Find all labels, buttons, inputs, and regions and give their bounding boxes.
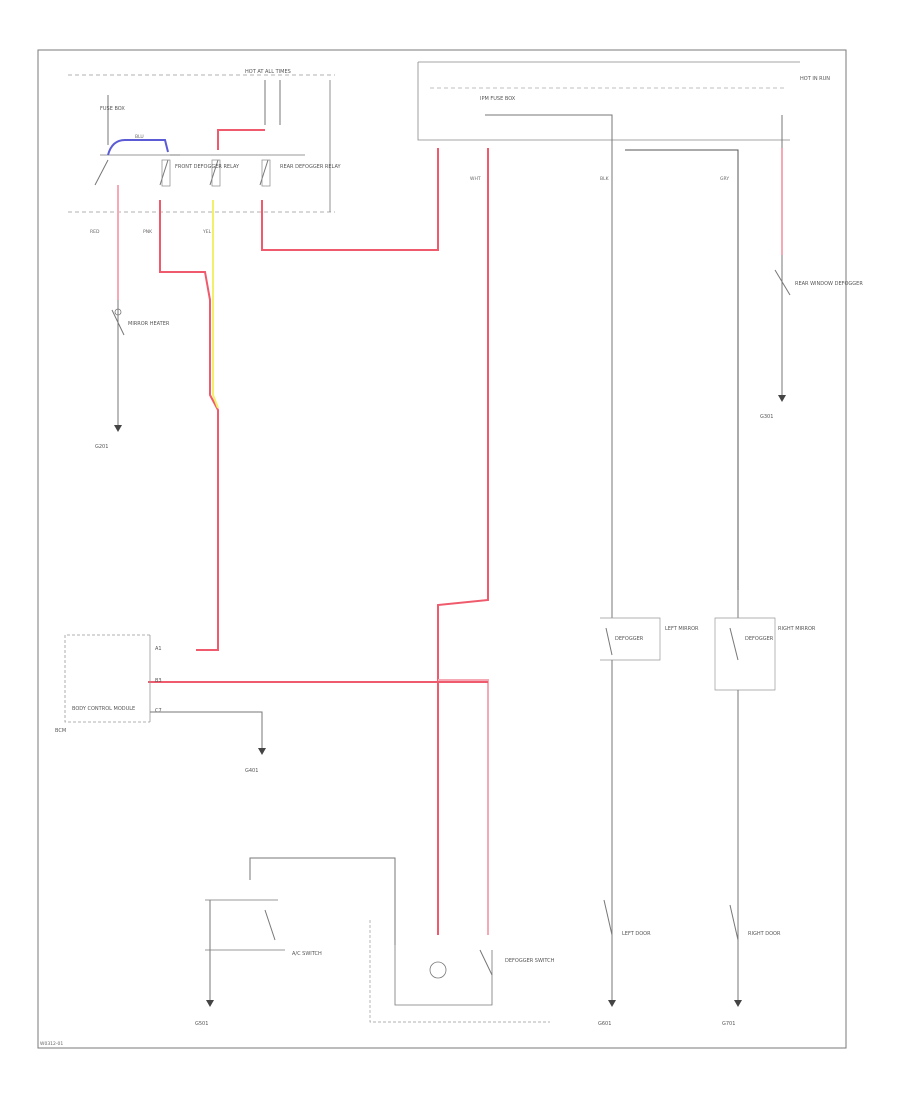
wire-yellow <box>212 200 219 409</box>
wire-red-center-b <box>438 679 489 935</box>
junction-box-label: IPM FUSE BOX <box>480 96 516 102</box>
junction-box-top-right: HOT IN RUN IPM FUSE BOX <box>417 61 830 141</box>
ground-right-bottom-label: G701 <box>722 1021 735 1027</box>
left-defogger: DEFOGGER LEFT MIRROR LEFT DOOR G601 <box>598 590 699 1027</box>
bcm-pin-c: C7 <box>155 708 162 714</box>
wire-red-mid <box>261 148 439 251</box>
wire-tag-blk: BLK <box>600 176 610 182</box>
relay-left-label: FRONT DEFOGGER RELAY <box>175 164 240 170</box>
switch-label: DEFOGGER SWITCH <box>505 958 555 964</box>
control-module-label: BODY CONTROL MODULE <box>72 706 135 712</box>
ground-mid-right-label: G601 <box>598 1021 611 1027</box>
left-mirror-label: LEFT MIRROR <box>665 626 699 632</box>
right-defogger: DEFOGGER RIGHT MIRROR RIGHT DOOR G701 <box>714 590 816 1027</box>
right-defogger-label: DEFOGGER <box>745 636 774 642</box>
wire-tag-gry: GRY <box>720 176 729 182</box>
relay-mid-label: REAR DEFOGGER RELAY <box>280 164 341 170</box>
fuse-box-top-left: HOT AT ALL TIMES <box>68 69 335 213</box>
wire-tags: RED PNK YEL BLK GRY BLU WHT <box>90 134 729 235</box>
mirror-left-heater-label: MIRROR HEATER <box>128 321 170 327</box>
wire-tag-pnk: PNK <box>143 229 153 235</box>
body-control-module: BODY CONTROL MODULE BCM A1 B3 C7 G401 <box>55 634 266 774</box>
wire-red-left <box>159 200 219 651</box>
bcm-pin-b: B3 <box>155 678 162 684</box>
wire-tag-blu: BLU <box>135 134 144 140</box>
ground-left-label: G201 <box>95 444 108 450</box>
left-defogger-label: DEFOGGER <box>615 636 644 642</box>
control-module-sub-label: BCM <box>55 728 66 734</box>
wire-blue-top <box>107 139 169 156</box>
right-mirror-label: RIGHT MIRROR <box>778 626 816 632</box>
fuse-box-top-label: HOT AT ALL TIMES <box>245 69 291 75</box>
footer-code: W0312-01 <box>40 1041 63 1047</box>
bcm-pin-a: A1 <box>155 646 162 652</box>
wire-red-top <box>217 129 265 150</box>
right-door-label: RIGHT DOOR <box>748 931 781 937</box>
wire-red-center-a <box>437 148 489 935</box>
rear-window-label: REAR WINDOW DEFOGGER <box>795 281 863 287</box>
wire-tag-wht: WHT <box>470 176 481 182</box>
ground-module-label: G401 <box>245 768 258 774</box>
left-door-label: LEFT DOOR <box>622 931 651 937</box>
switch-assembly-bottom: G501 A/C SWITCH DEFOGGER SWITCH <box>195 857 555 1027</box>
wire-tag-red: RED <box>90 229 100 235</box>
right-top-wiring: G301 REAR WINDOW DEFOGGER <box>485 114 863 590</box>
diagram-border <box>37 49 847 1049</box>
switch-sub-label: A/C SWITCH <box>292 951 322 957</box>
fuse-box-top-right-label: HOT IN RUN <box>800 76 830 82</box>
left-mirror-heater-chain: MIRROR HEATER G201 <box>95 185 170 450</box>
fuse-box-label: FUSE BOX <box>100 106 125 112</box>
ground-right-label: G301 <box>760 414 773 420</box>
relay-area-top-left: FRONT DEFOGGER RELAY REAR DEFOGGER RELAY… <box>94 80 341 212</box>
wire-tag-yel: YEL <box>202 229 212 235</box>
ground-left-bottom-label: G501 <box>195 1021 208 1027</box>
